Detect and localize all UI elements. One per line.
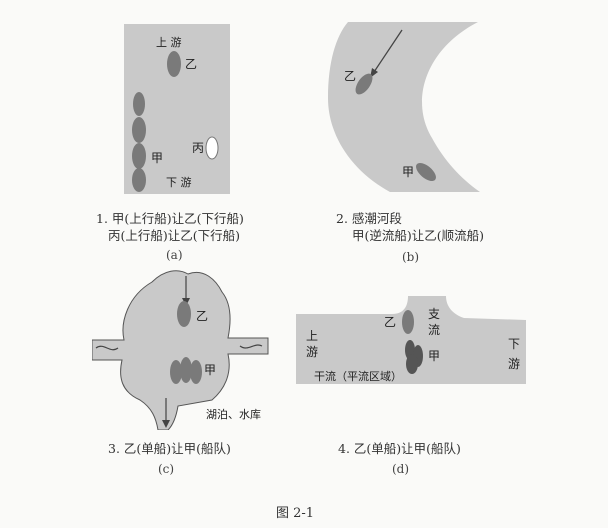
panel-c-diagram: 乙 甲 湖泊、水库 bbox=[92, 270, 269, 430]
left-inflow bbox=[95, 345, 119, 351]
boat-yi bbox=[177, 301, 191, 327]
boat-jia-label: 甲 bbox=[204, 363, 216, 377]
panel-b-caption-2: 甲(逆流船)让乙(顺流船) bbox=[352, 228, 485, 243]
panel-c-sublabel: (c) bbox=[158, 462, 175, 476]
boat-jia-1 bbox=[133, 92, 145, 116]
boat-yi bbox=[167, 51, 181, 77]
boat-bing-label: 丙 bbox=[192, 141, 204, 155]
upstream-label-1: 上 bbox=[306, 329, 318, 343]
downstream-label-2: 游 bbox=[508, 357, 520, 371]
panel-c-caption-1: 3. 乙(单船)让甲(船队) bbox=[108, 441, 231, 456]
lake-reservoir bbox=[92, 270, 269, 430]
panel-b-caption-1: 2. 感潮河段 bbox=[336, 211, 402, 226]
lake-label: 湖泊、水库 bbox=[206, 408, 261, 421]
mainstream-label: 干流（平流区域） bbox=[314, 369, 402, 383]
boat-jia-label: 甲 bbox=[402, 165, 414, 179]
downstream-label-1: 下 bbox=[508, 337, 520, 351]
boat-jia-4 bbox=[132, 168, 146, 192]
boat-yi-label: 乙 bbox=[185, 57, 197, 71]
panel-b-diagram: 乙 甲 bbox=[328, 22, 480, 192]
outflow-arrowhead bbox=[162, 420, 170, 428]
main-and-branch-river bbox=[296, 296, 526, 384]
boat-jia-3 bbox=[132, 143, 146, 169]
panel-a-caption-2: 丙(上行船)让乙(下行船) bbox=[108, 228, 241, 243]
branch-label-1: 支 bbox=[428, 307, 440, 321]
boat-bing bbox=[205, 136, 219, 160]
panel-d-caption-1: 4. 乙(单船)让甲(船队) bbox=[338, 441, 461, 456]
convoy-boat-1 bbox=[170, 360, 182, 384]
convoy-boat-2 bbox=[180, 357, 192, 383]
boat-yi bbox=[355, 73, 373, 95]
convoy-boat-3 bbox=[190, 360, 202, 384]
boat-yi-label: 乙 bbox=[344, 69, 356, 83]
convoy-boat-3 bbox=[406, 354, 418, 374]
boat-jia bbox=[416, 163, 436, 181]
right-inflow bbox=[239, 344, 263, 349]
panel-a-sublabel: (a) bbox=[166, 248, 183, 262]
curved-river bbox=[328, 22, 480, 192]
panel-d-diagram: 上 游 下 游 乙 支 流 甲 干流（平流区域） bbox=[296, 296, 526, 384]
boat-jia-label: 甲 bbox=[428, 349, 440, 363]
boat-jia-2 bbox=[132, 117, 146, 143]
panel-a-caption-1: 1. 甲(上行船)让乙(下行船) bbox=[96, 211, 244, 226]
panel-a-diagram: 上 游 乙 甲 丙 下 游 bbox=[124, 24, 230, 194]
boat-jia-label: 甲 bbox=[151, 151, 163, 165]
panel-d-sublabel: (d) bbox=[392, 462, 410, 476]
figure-title: 图 2-1 bbox=[276, 506, 315, 521]
boat-yi bbox=[402, 310, 414, 334]
downstream-label: 下 游 bbox=[166, 176, 192, 189]
boat-yi-label: 乙 bbox=[384, 315, 396, 329]
upstream-label-2: 游 bbox=[306, 345, 318, 359]
upstream-label: 上 游 bbox=[156, 36, 182, 49]
motion-arrowhead bbox=[370, 68, 378, 78]
branch-label-2: 流 bbox=[428, 323, 440, 337]
boat-yi-label: 乙 bbox=[196, 309, 208, 323]
panel-b-sublabel: (b) bbox=[402, 250, 420, 264]
motion-arrow bbox=[373, 29, 403, 73]
